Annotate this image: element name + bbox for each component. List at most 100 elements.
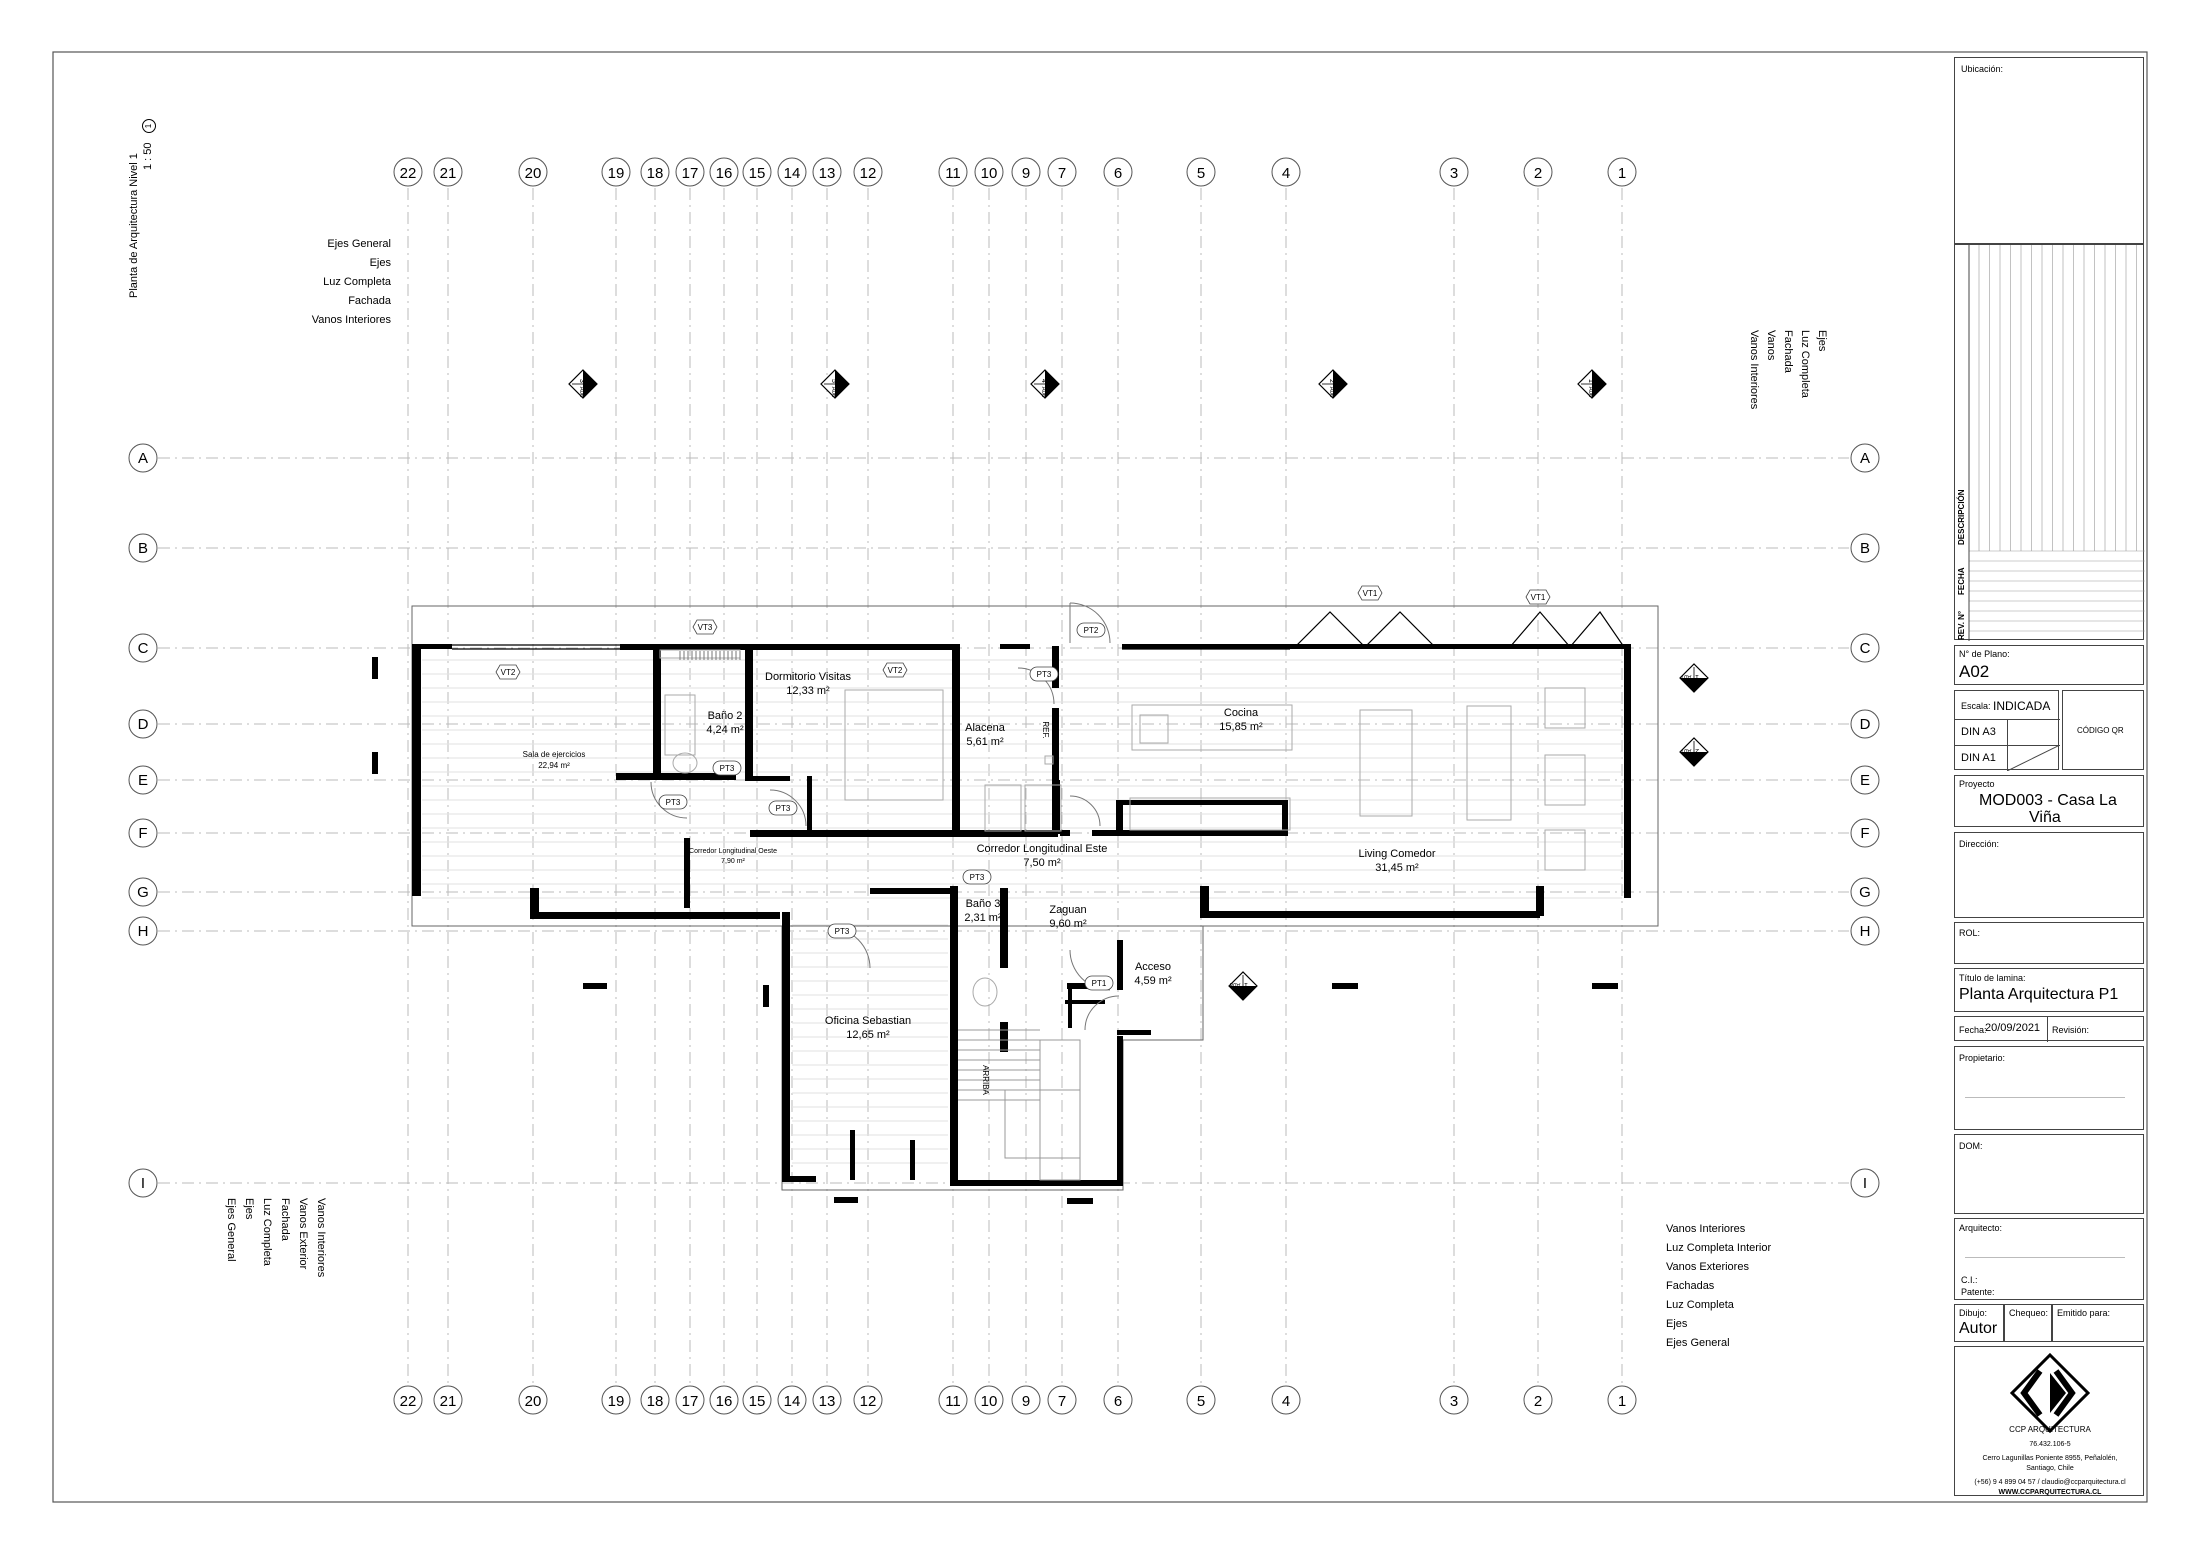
- grid-bubble-right: [1850, 633, 1880, 663]
- grid-bubble-top: [601, 157, 631, 187]
- grid-label-top: 21: [440, 165, 457, 182]
- grid-label-bottom: 5: [1197, 1393, 1205, 1410]
- grid-label-bottom: 6: [1114, 1393, 1122, 1410]
- grid-label-right: B: [1860, 540, 1870, 557]
- section-marker-sheet: A06: [830, 387, 836, 398]
- grid-bubble-left: [128, 709, 158, 739]
- door-tag-pt3: PT3: [666, 798, 681, 807]
- tb-arquitecto-label: Arquitecto:: [1959, 1223, 2003, 1233]
- room-name: Sala de ejercicios: [523, 750, 586, 759]
- legend-item: Ejes General: [225, 1198, 237, 1262]
- view-title: Planta de Arquitectura Nivel 1: [128, 153, 140, 298]
- tb-chequeo-label: Chequeo:: [2009, 1308, 2049, 1318]
- tb-revisions: REV. N° FECHA DESCRIPCIÓN: [1954, 244, 2145, 641]
- tb-qr-label: CÓDIGO QR: [2077, 726, 2124, 735]
- grid-bubble-bottom: [601, 1385, 631, 1415]
- door-tag-pt3-frame: [1029, 666, 1059, 682]
- grid-bubble-top: [393, 157, 423, 187]
- door-tag-pt3: PT3: [1037, 670, 1052, 679]
- room-area: 31,45 m²: [1375, 862, 1419, 874]
- grid-label-bottom: 15: [749, 1393, 766, 1410]
- grid-label-right: H: [1860, 923, 1871, 940]
- grid-bubble-top: [1186, 157, 1216, 187]
- door-tag-pt3: PT3: [835, 927, 850, 936]
- grid-bubble-right: [1850, 533, 1880, 563]
- grid-bubble-right: [1850, 443, 1880, 473]
- grid-bubble-bottom: [938, 1385, 968, 1415]
- grid-bubble-top: [1439, 157, 1469, 187]
- tb-qr: CÓDIGO QR: [2062, 690, 2144, 770]
- legend-item: Vanos Exterior: [297, 1198, 309, 1270]
- section-marker-number: 2: [1695, 747, 1699, 754]
- grid-label-top: 1: [1618, 165, 1626, 182]
- floor-hatch: [422, 659, 1622, 1164]
- section-marker-arrow: [1045, 370, 1059, 398]
- company-info: CCP ARQUITECTURA 76.432.106-5 Cerro Lagu…: [1955, 1425, 2145, 1498]
- grid-label-bottom: 16: [716, 1393, 733, 1410]
- legend-item: Ejes: [1666, 1318, 1688, 1330]
- view-scale: 1 : 50: [142, 142, 154, 170]
- legend-item: Fachada: [279, 1198, 291, 1241]
- section-marker-number: 3: [578, 379, 585, 383]
- tb-fecha-value: 20/09/2021: [1985, 1022, 2041, 1034]
- grid-label-bottom: 9: [1022, 1393, 1030, 1410]
- legend-item: Ejes: [1816, 330, 1828, 352]
- tb-proyecto: Proyecto MOD003 - Casa La Viña: [1954, 775, 2144, 827]
- door-tag-pt1-frame: [1084, 975, 1114, 991]
- grid-label-bottom: 21: [440, 1393, 457, 1410]
- grid-label-top: 14: [784, 165, 801, 182]
- grid-label-right: I: [1863, 1175, 1867, 1192]
- window-tag-vt1: VT1: [1531, 593, 1546, 602]
- label-arriba: ARRIBA: [981, 1065, 990, 1095]
- grid-label-left: A: [138, 450, 148, 467]
- stairs: [958, 1029, 1081, 1181]
- window-tag-vt1: VT1: [1363, 589, 1378, 598]
- section-marker-number: 1: [1695, 673, 1699, 680]
- section-marker-sheet: A06: [578, 387, 584, 398]
- legend-top-left: Ejes General Ejes Luz Completa Fachada V…: [260, 235, 391, 330]
- section-marker-sheet: A07: [1680, 747, 1691, 753]
- grid-bubble-left: [128, 533, 158, 563]
- legend-item: Luz Completa Interior: [1666, 1242, 1772, 1254]
- tb-titulo-label: Título de lamina:: [1959, 973, 2026, 983]
- grid-label-top: 2: [1534, 165, 1542, 182]
- tb-titulo-value: Planta Arquitectura P1: [1959, 986, 2119, 1003]
- grid-label-right: A: [1860, 450, 1870, 467]
- grid-bubble-top: [853, 157, 883, 187]
- room-area: 12,65 m²: [846, 1029, 890, 1041]
- grid-bubble-top: [974, 157, 1004, 187]
- tb-arquitecto: Arquitecto: C.I.: Patente:: [1954, 1218, 2144, 1300]
- grid-label-bottom: 17: [682, 1393, 699, 1410]
- legend-bottom-right: Vanos Interiores Luz Completa Interior V…: [1666, 1220, 1771, 1353]
- stair-landing: [1039, 1039, 1081, 1181]
- tb-escala-label: Escala:: [1961, 701, 1991, 711]
- legend-item: Vanos Interiores: [311, 314, 391, 326]
- grid-bubble-bottom: [1523, 1385, 1553, 1415]
- grid-label-top: 15: [749, 165, 766, 182]
- grid-bubble-right: [1850, 709, 1880, 739]
- tb-dom-label: DOM:: [1959, 1141, 1983, 1151]
- tb-ubicacion: Ubicación:: [1954, 57, 2144, 244]
- grid-bubble-top: [938, 157, 968, 187]
- grid-bubble-bottom: [742, 1385, 772, 1415]
- tb-ubicacion-label: Ubicación:: [1961, 64, 2004, 74]
- tb-company: CCP ARQUITECTURA 76.432.106-5 Cerro Lagu…: [1954, 1346, 2144, 1496]
- grid-bubble-top: [1011, 157, 1041, 187]
- room-name: Baño 2: [708, 710, 743, 722]
- tb-descripcion-label: DESCRIPCIÓN: [1957, 489, 1966, 545]
- room-area: 2,31 m²: [964, 912, 1002, 924]
- furniture: [659, 649, 1586, 1007]
- tb-revisions-grid: [1968, 245, 2145, 641]
- grid-label-top: 20: [525, 165, 542, 182]
- grid-bubble-left: [128, 1168, 158, 1198]
- section-marker: 2 A07: [1679, 737, 1709, 767]
- windows: [452, 611, 1625, 650]
- tb-dom: DOM:: [1954, 1134, 2144, 1214]
- grid-label-bottom: 13: [819, 1393, 836, 1410]
- room-area: 4,59 m²: [1134, 975, 1172, 987]
- tb-fecha: Fecha: 20/09/2021 Revisión:: [1954, 1016, 2144, 1042]
- tb-plano-label: N° de Plano:: [1959, 649, 2010, 659]
